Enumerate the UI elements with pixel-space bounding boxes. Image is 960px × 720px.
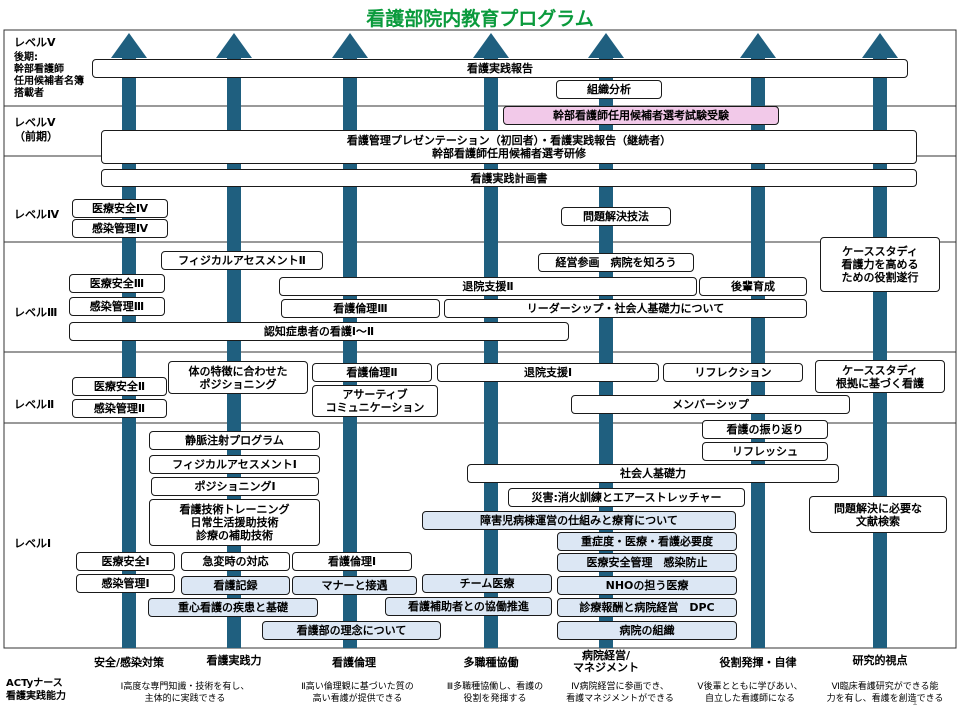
program-dementia-care: 認知症患者の看護Ⅰ～Ⅱ [69, 322, 569, 341]
program-infection-4: 感染管理Ⅳ [72, 219, 168, 238]
program-safety-1: 医療安全Ⅰ [76, 552, 175, 571]
program-nho-medicine: NHOの担う医療 [557, 576, 737, 595]
category-management: 病院経営/ マネジメント [573, 649, 639, 674]
category-autonomy: 役割発揮・自律 [719, 656, 797, 669]
program-hospital-organization: 病院の組織 [557, 621, 737, 640]
program-problem-solving: 問題解決技法 [561, 207, 671, 226]
caption-competence-4: Ⅳ病院経営に参画でき、 看護マネジメントができる [566, 682, 674, 704]
category-collaboration: 多職種協働 [463, 656, 519, 669]
program-physical-2: フィジカルアセスメントⅡ [161, 251, 323, 270]
program-safety-4: 医療安全Ⅳ [72, 199, 168, 218]
arrow-head-1 [111, 33, 147, 58]
program-reflection: リフレクション [663, 363, 803, 382]
program-membership: メンバーシップ [571, 395, 850, 414]
program-case-study-2: ケーススタディ 根拠に基づく看護 [815, 360, 945, 393]
program-discharge-1: 退院支援Ⅰ [437, 363, 659, 382]
category-practice: 看護実践力 [206, 654, 262, 667]
arrow-shaft-4 [484, 58, 498, 648]
program-infection-1: 感染管理Ⅰ [76, 574, 175, 593]
program-junior-training: 後輩育成 [699, 277, 807, 296]
program-look-back: 看護の振り返り [702, 420, 828, 439]
program-emergency-response: 急変時の対応 [181, 552, 290, 571]
arrow-head-4 [473, 33, 509, 58]
category-safety: 安全/感染対策 [93, 656, 165, 669]
program-safety-management: 医療安全管理 感染防止 [557, 553, 737, 572]
caption-competence-6: Ⅵ臨床看護研究ができる能 力を有し、看護を創造できる [826, 682, 944, 704]
level-iv-label: レベルⅣ [14, 208, 60, 221]
arrow-head-6 [740, 33, 776, 58]
program-management-participation: 経営参画 病院を知ろう [538, 253, 694, 272]
program-ethics-3: 看護倫理Ⅲ [281, 299, 440, 318]
program-safety-2: 医療安全Ⅱ [72, 377, 167, 396]
category-research: 研究的視点 [852, 654, 908, 667]
program-positioning-body: 体の特徴に合わせた ポジショニング [168, 361, 308, 394]
program-assistant-collaboration: 看護補助者との協働推進 [385, 597, 552, 616]
program-infection-2: 感染管理Ⅱ [72, 399, 167, 418]
caption-competence-5: Ⅴ後輩とともに学びあい、 自立した看護師になる [697, 682, 803, 704]
category-ethics: 看護倫理 [332, 656, 376, 669]
program-organization-analysis: 組織分析 [556, 80, 662, 99]
program-practice-plan: 看護実践計画書 [101, 169, 917, 187]
page-number: 1 [912, 698, 918, 708]
program-disaster-drill: 災害:消火訓練とエアーストレッチャー [508, 488, 745, 507]
program-refresh: リフレッシュ [702, 442, 828, 461]
footer-label: ACTyナース 看護実践能力 [6, 678, 66, 702]
program-safety-3: 医療安全Ⅲ [69, 274, 165, 293]
program-ethics-2: 看護倫理Ⅱ [312, 363, 432, 382]
caption-competence-2: Ⅱ高い倫理観に基づいた質の 高い看護が提供できる [301, 682, 414, 704]
program-nursing-records: 看護記録 [181, 576, 290, 595]
caption-competence-1: Ⅰ高度な専門知識・技術を有し、 主体的に実践できる [120, 682, 250, 704]
program-nursing-report: 看護実践報告 [92, 59, 908, 78]
program-medical-fees: 診療報酬と病院経営 DPC [557, 598, 737, 617]
program-ethics-1: 看護倫理Ⅰ [292, 552, 412, 571]
level-v-late-note: 後期: 幹部看護師 任用候補者名簿 搭載者 [14, 52, 84, 99]
program-severe-disabilities: 重心看護の疾患と基礎 [148, 598, 318, 617]
caption-competence-3: Ⅲ多職種協働し、看護の 役割を発揮する [446, 682, 544, 704]
arrow-head-2 [216, 33, 252, 58]
program-positioning-1: ポジショニングⅠ [151, 477, 319, 496]
level-v-early-label: レベルⅤ （前期） [14, 116, 58, 143]
arrow-shaft-3 [343, 58, 357, 648]
program-infection-3: 感染管理Ⅲ [69, 297, 165, 316]
level-i-label: レベルⅠ [14, 537, 52, 550]
program-discharge-2: 退院支援Ⅱ [279, 277, 697, 296]
arrow-head-7 [862, 33, 898, 58]
program-severity: 重症度・医療・看護必要度 [557, 532, 737, 551]
program-philosophy: 看護部の理念について [262, 621, 441, 640]
program-team-medicine: チーム医療 [422, 574, 552, 593]
program-leadership: リーダーシップ・社会人基礎力について [444, 299, 807, 318]
program-assertive-communication: アサーティブ コミュニケーション [312, 385, 438, 417]
level-iii-label: レベルⅢ [14, 306, 58, 319]
level-ii-label: レベルⅡ [14, 398, 55, 411]
program-manners: マナーと接遇 [292, 576, 417, 595]
program-literature-search: 問題解決に必要な 文献検索 [809, 496, 947, 533]
arrow-head-5 [588, 33, 624, 58]
arrow-head-3 [332, 33, 368, 58]
arrow-shaft-6 [751, 58, 765, 648]
program-physical-1: フィジカルアセスメントⅠ [149, 455, 320, 474]
level-v-late-label: レベルⅤ [14, 36, 56, 49]
page-title: 看護部院内教育プログラム [366, 8, 594, 30]
program-social-skills: 社会人基礎力 [467, 464, 839, 483]
program-management-presentation: 看護管理プレゼンテーション（初回者）・看護実践報告（継続者） 幹部看護師任用候補… [101, 130, 917, 164]
program-iv-injection: 静脈注射プログラム [149, 431, 320, 450]
program-case-study-3: ケーススタディ 看護力を高める ための役割遂行 [820, 237, 940, 292]
program-ward-operation: 障害児病棟運営の仕組みと療育について [422, 511, 736, 530]
program-skills-training: 看護技術トレーニング 日常生活援助技術 診療の補助技術 [149, 499, 320, 546]
program-exam: 幹部看護師任用候補者選考試験受験 [503, 106, 779, 125]
